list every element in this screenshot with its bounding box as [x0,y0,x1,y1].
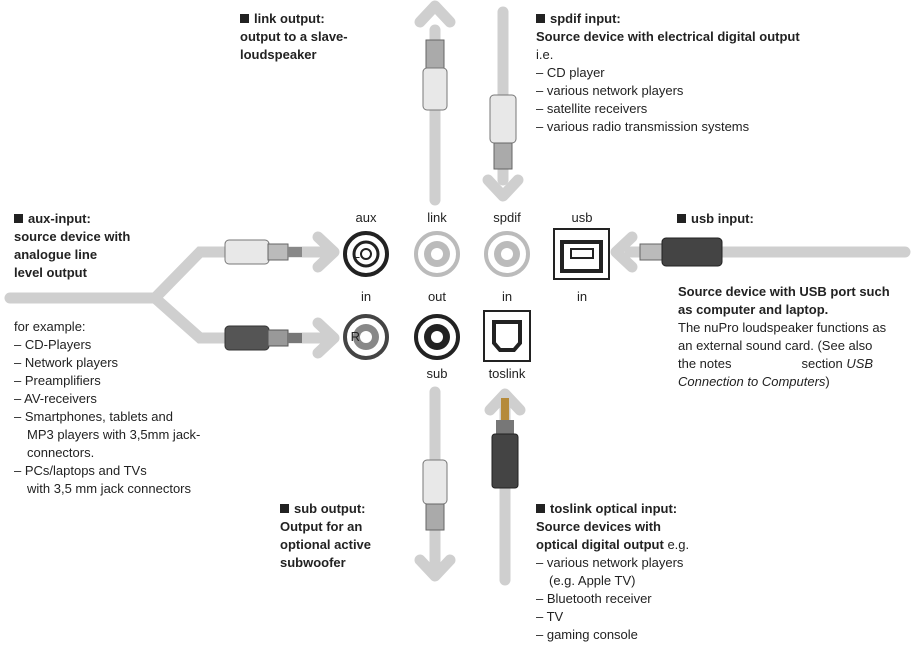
toslink-line-bold: optical digital output [536,537,664,552]
port-label-sub: sub [426,366,448,381]
port-label-aux: aux [355,210,377,225]
port-label-spdif: spdif [493,210,521,225]
list-item: – AV-receivers [14,391,97,406]
list-item: – CD-Players [14,337,92,352]
port-label-link: link [427,210,447,225]
usb-section-word: section [801,356,843,371]
list-item: – Network players [14,355,119,370]
port-label-out: out [427,289,447,304]
port-label-toslink: toslink [488,366,526,381]
toslink-socket [483,310,531,362]
usb-ref-italic: Connection to Computers [678,374,826,389]
link-output-text: link output: output to a slave- loudspea… [240,10,348,64]
sub-output-line: subwoofer [280,555,346,570]
list-item: – satellite receivers [536,101,648,116]
spdif-input-subtitle: Source device with electrical digital ou… [536,29,800,44]
toslink-arrow-up [484,388,526,416]
toslink-input-title: toslink optical input: [550,501,678,516]
list-item: – various network players [536,83,684,98]
aux-input-line: level output [14,265,87,280]
channel-label-R: R [350,329,360,344]
aux-input-line: analogue line [14,247,98,262]
toslink-line: Source devices with [536,519,661,534]
usb-line: The nuPro loudspeaker functions as [678,320,887,335]
aux-R-socket [343,314,389,360]
usb-bold-line: as computer and laptop. [678,302,829,317]
link-output-title: link output: [254,11,325,26]
list-item: – PCs/laptops and TVs [14,463,147,478]
usb-line: the notes [678,356,732,371]
link-arrow-up [414,0,456,28]
usb-arrow-left [610,231,638,273]
list-item: – CD player [536,65,605,80]
bullet-square-icon [536,14,545,23]
link-output-line: output to a slave- [240,29,348,44]
spdif-socket [484,231,530,277]
aux-L-socket [343,231,389,277]
aux-examples: for example: – CD-Players – Network play… [14,318,200,498]
usb-input-heading: usb input: [677,210,754,228]
port-label-aux-in: in [360,289,372,304]
list-item: (e.g. Apple TV) [549,573,636,588]
usb-close-paren: ) [825,374,830,389]
link-socket [414,231,460,277]
list-item: – Bluetooth receiver [536,591,652,606]
usb-bold-line: Source device with USB port such [678,284,890,299]
sub-output-text: sub output: Output for an optional activ… [280,500,371,572]
aux-arrow-L [312,231,340,273]
sub-plug [422,459,448,531]
list-item: – TV [536,609,564,624]
sub-arrow-down [414,554,456,582]
spdif-arrow-down [482,174,524,202]
list-item: with 3,5 mm jack connectors [27,481,192,496]
usb-line: an external sound card. (See also [678,338,873,353]
bullet-square-icon [240,14,249,23]
spdif-ie: i.e. [536,47,554,62]
port-label-usb-in: in [576,289,588,304]
channel-label-L: L [352,246,360,261]
list-item: – various network players [536,555,684,570]
sub-output-line: Output for an [280,519,363,534]
sub-output-title: sub output: [294,501,366,516]
sub-socket [414,314,460,360]
spdif-plug [489,94,517,170]
bullet-square-icon [536,504,545,513]
usb-input-text: Source device with USB port such as comp… [678,283,890,391]
list-item: MP3 players with 3,5mm jack- [27,427,201,442]
aux-example-heading: for example: [14,319,86,334]
aux-input-text: aux-input: source device with analogue l… [14,210,130,282]
link-output-line: loudspeaker [240,47,317,62]
aux-plug-R [224,325,302,351]
bullet-square-icon [280,504,289,513]
port-label-spdif-in: in [501,289,513,304]
bullet-square-icon [677,214,686,223]
usb-ref-italic: USB [846,356,874,371]
usb-socket [553,228,610,280]
list-item: – gaming console [536,627,638,642]
port-label-usb: usb [571,210,593,225]
usb-input-title: usb input: [691,211,754,226]
bullet-square-icon [14,214,23,223]
toslink-input-text: toslink optical input: Source devices wi… [536,500,689,644]
list-item: – Smartphones, tablets and [14,409,173,424]
usb-plug [639,237,723,267]
list-item: – Preamplifiers [14,373,101,388]
list-item: – various radio transmission systems [536,119,750,134]
toslink-plug [491,398,519,489]
aux-input-line: source device with [14,229,131,244]
sub-output-line: optional active [280,537,372,552]
toslink-line-rest: e.g. [663,537,690,552]
spdif-input-title: spdif input: [550,11,621,26]
link-plug [422,39,448,111]
aux-arrow-R [312,317,340,359]
list-item: connectors. [27,445,95,460]
aux-plug-L [224,239,302,265]
spdif-input-text: spdif input: Source device with electric… [536,10,800,136]
aux-input-title: aux-input: [28,211,91,226]
